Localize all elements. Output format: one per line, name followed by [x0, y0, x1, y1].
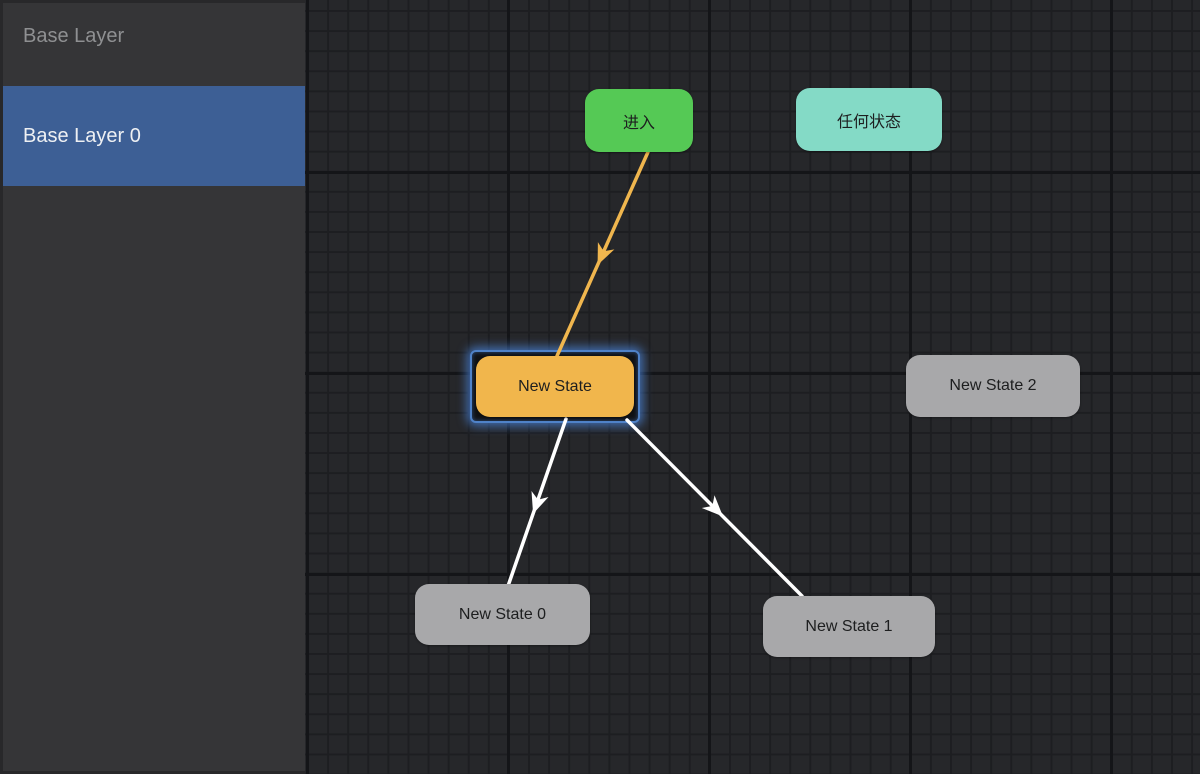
state-node-new-state-0[interactable]: New State 0 — [415, 584, 590, 645]
state-node-entry[interactable]: 进入 — [585, 89, 693, 152]
state-node-label: New State 0 — [458, 605, 547, 623]
layer-item-base-layer[interactable]: Base Layer — [3, 3, 305, 70]
state-node-label: New State — [518, 377, 592, 395]
layers-sidebar: Base Layer Base Layer 0 — [0, 0, 305, 774]
state-node-any-state[interactable]: 任何状态 — [796, 88, 942, 151]
transition-edge-entry-to-new-state[interactable] — [555, 150, 650, 358]
transition-edge-new-state-to-new-state-1[interactable] — [625, 418, 804, 598]
layer-item-base-layer-0[interactable]: Base Layer 0 — [3, 86, 305, 186]
state-node-new-state[interactable]: New State — [476, 356, 634, 417]
layer-item-label: Base Layer 0 — [23, 124, 141, 147]
state-node-label: New State 2 — [949, 377, 1037, 394]
state-node-label: New State 1 — [805, 617, 893, 635]
arrowhead-icon — [531, 491, 549, 514]
layer-item-label: Base Layer — [23, 25, 125, 47]
state-node-label: 任何状态 — [836, 113, 901, 131]
state-node-label: 进入 — [622, 114, 655, 132]
arrowhead-icon — [701, 495, 723, 517]
state-node-new-state-2[interactable]: New State 2 — [906, 355, 1080, 417]
state-machine-canvas[interactable]: 进入 任何状态 New State New State 2 New State 0 New… — [305, 0, 1200, 774]
arrowhead-icon — [597, 242, 615, 265]
transition-edges-layer — [506, 150, 804, 598]
transition-edge-new-state-to-new-state-0[interactable] — [506, 417, 568, 588]
state-node-new-state-1[interactable]: New State 1 — [763, 596, 935, 657]
